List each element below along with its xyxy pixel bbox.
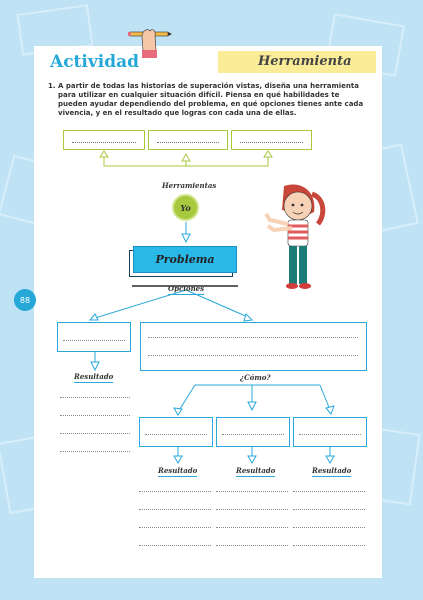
- option-right-line-1[interactable]: [148, 337, 358, 338]
- tool-tab: [218, 51, 376, 73]
- result-2-line-2[interactable]: [216, 509, 288, 510]
- result-3-line-3[interactable]: [293, 527, 365, 528]
- result-2-line-4[interactable]: [216, 545, 288, 546]
- activity-title: Actividad: [50, 52, 139, 72]
- result-2-line-1[interactable]: [216, 491, 288, 492]
- tool-box-2[interactable]: [148, 130, 228, 150]
- result-left-line-4[interactable]: [60, 451, 130, 452]
- problema-label: Problema: [155, 253, 215, 266]
- option-box-left[interactable]: [57, 322, 131, 352]
- option-right-line-2[interactable]: [148, 355, 358, 356]
- instruction-number: 1.: [48, 82, 56, 90]
- result-left-line-1[interactable]: [60, 397, 130, 398]
- how-box-3-line[interactable]: [299, 434, 361, 435]
- how-box-1[interactable]: [139, 417, 213, 447]
- tool-box-1[interactable]: [63, 130, 145, 150]
- instruction-text: A partir de todas las historias de super…: [58, 82, 364, 117]
- pencil-hand-icon: [128, 29, 172, 58]
- how-box-2-line[interactable]: [222, 434, 284, 435]
- resultado-label-left: Resultado: [74, 372, 114, 383]
- how-box-3[interactable]: [293, 417, 367, 447]
- result-left-line-2[interactable]: [60, 415, 130, 416]
- herramientas-label: Herramientas: [162, 181, 217, 190]
- resultado-label-3: Resultado: [312, 466, 352, 477]
- opciones-label: Opciones: [168, 284, 205, 295]
- tool-box-3[interactable]: [231, 130, 312, 150]
- result-1-line-4[interactable]: [139, 545, 211, 546]
- yo-label: Yo: [180, 202, 191, 213]
- como-label: ¿Cómo?: [240, 373, 271, 382]
- page-number: 88: [14, 289, 36, 311]
- result-3-line-4[interactable]: [293, 545, 365, 546]
- girl-illustration: [264, 184, 326, 289]
- tool-title: Herramienta: [258, 54, 352, 69]
- result-2-line-3[interactable]: [216, 527, 288, 528]
- result-1-line-1[interactable]: [139, 491, 211, 492]
- result-3-line-1[interactable]: [293, 491, 365, 492]
- result-1-line-2[interactable]: [139, 509, 211, 510]
- resultado-label-1: Resultado: [158, 466, 198, 477]
- activity-tab: [38, 49, 158, 73]
- problema-box: Problema: [133, 246, 237, 273]
- option-box-right[interactable]: [140, 322, 367, 371]
- resultado-label-2: Resultado: [236, 466, 276, 477]
- how-box-2[interactable]: [216, 417, 290, 447]
- result-left-line-3[interactable]: [60, 433, 130, 434]
- yo-circle: Yo: [172, 194, 199, 221]
- how-box-1-line[interactable]: [145, 434, 207, 435]
- result-1-line-3[interactable]: [139, 527, 211, 528]
- option-left-line[interactable]: [63, 340, 125, 341]
- result-3-line-2[interactable]: [293, 509, 365, 510]
